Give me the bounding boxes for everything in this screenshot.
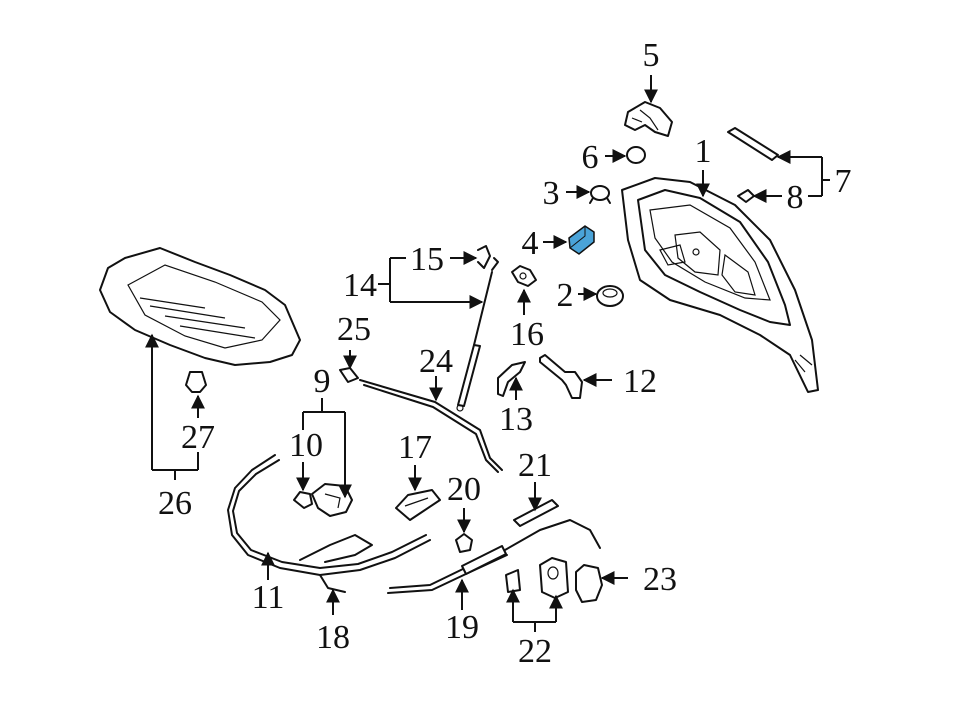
callout-13: 13 — [499, 401, 533, 438]
hood-panel — [621, 177, 819, 393]
gas-strut — [456, 271, 493, 412]
callout-11: 11 — [252, 579, 285, 616]
callout-15: 15 — [410, 241, 444, 278]
callout-24: 24 — [419, 343, 453, 380]
callout-7: 7 — [835, 163, 852, 200]
rod-clip — [339, 367, 359, 383]
callout-10: 10 — [289, 427, 323, 464]
callout-8: 8 — [787, 179, 804, 216]
hinge-bracket-12 — [539, 354, 583, 399]
callout-22: 22 — [518, 633, 552, 670]
hood-bumper — [596, 285, 624, 307]
callout-20: 20 — [447, 471, 481, 508]
release-handle — [395, 489, 441, 521]
callout-26: 26 — [158, 485, 192, 522]
highlighted-part-4 — [568, 225, 595, 255]
ball-stud — [511, 265, 537, 287]
callout-labels: 1 2 3 4 5 6 7 8 9 10 11 12 13 14 15 16 1… — [158, 37, 852, 670]
callout-21: 21 — [518, 447, 552, 484]
strut-clip — [477, 245, 499, 271]
callout-18: 18 — [316, 619, 350, 656]
push-pin — [737, 189, 755, 203]
callout-23: 23 — [643, 561, 677, 598]
callout-17: 17 — [398, 429, 432, 466]
callout-2: 2 — [557, 277, 574, 314]
insulator-clip — [185, 371, 207, 393]
callout-19: 19 — [445, 609, 479, 646]
bracket-13 — [497, 361, 526, 397]
release-cable-19 — [387, 519, 601, 594]
callout-4: 4 — [522, 225, 539, 262]
callout-9: 9 — [314, 363, 331, 400]
callout-27: 27 — [181, 419, 215, 456]
hood-stop — [589, 185, 611, 204]
callout-25: 25 — [337, 311, 371, 348]
callout-5: 5 — [643, 37, 660, 74]
release-handle-parts — [505, 557, 569, 599]
hood-pad — [626, 146, 646, 164]
callout-16: 16 — [510, 316, 544, 353]
handle-bezel — [575, 564, 603, 603]
hood-hinge — [624, 101, 673, 137]
callout-6: 6 — [582, 139, 599, 176]
callout-3: 3 — [543, 175, 560, 212]
radiator-seal — [227, 454, 431, 576]
leader-lines — [145, 75, 830, 632]
callout-14: 14 — [343, 267, 377, 304]
callout-1: 1 — [695, 133, 712, 170]
insulator-pad — [99, 247, 301, 366]
hood-seal — [727, 127, 779, 161]
prop-rod — [359, 379, 503, 473]
cable-clip — [455, 533, 473, 553]
callout-12: 12 — [623, 363, 657, 400]
